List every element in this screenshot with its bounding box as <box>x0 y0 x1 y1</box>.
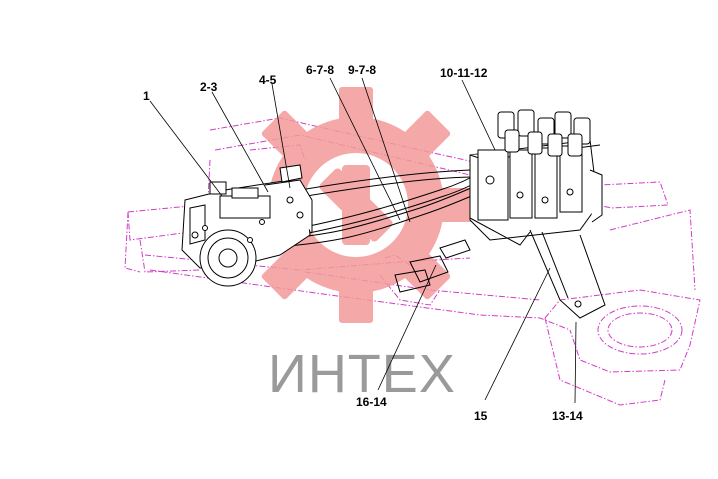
leader-6-7-8 <box>329 77 401 221</box>
leader-15 <box>484 267 551 401</box>
support-bracket <box>394 217 606 319</box>
callout-labels: 1 2-3 4-5 6-7-8 9-7-8 10-11-12 15 13-14 … <box>143 63 583 423</box>
hydraulic-pump-assembly <box>181 164 313 287</box>
callout-4-5: 4-5 <box>259 73 277 87</box>
leader-16-14 <box>377 264 437 391</box>
callout-6-7-8: 6-7-8 <box>306 63 334 77</box>
control-valve-block <box>469 109 603 241</box>
callout-16-14: 16-14 <box>356 395 387 409</box>
leader-4-5 <box>271 83 291 189</box>
callout-9-7-8: 9-7-8 <box>348 63 376 77</box>
leader-2-3 <box>211 91 269 193</box>
callout-2-3: 2-3 <box>200 80 218 94</box>
leader-1 <box>149 100 223 197</box>
leader-13-14 <box>574 321 577 404</box>
callout-15: 15 <box>474 409 488 423</box>
leader-10-11-12 <box>461 79 496 151</box>
watermark-gear-logo <box>238 87 474 323</box>
watermark-text: ИНТЕХ <box>268 344 456 404</box>
leader-lines <box>149 77 577 404</box>
callout-13-14: 13-14 <box>552 409 583 423</box>
callout-1: 1 <box>143 89 150 103</box>
leader-9-7-8 <box>361 77 411 223</box>
callout-10-11-12: 10-11-12 <box>440 66 488 80</box>
